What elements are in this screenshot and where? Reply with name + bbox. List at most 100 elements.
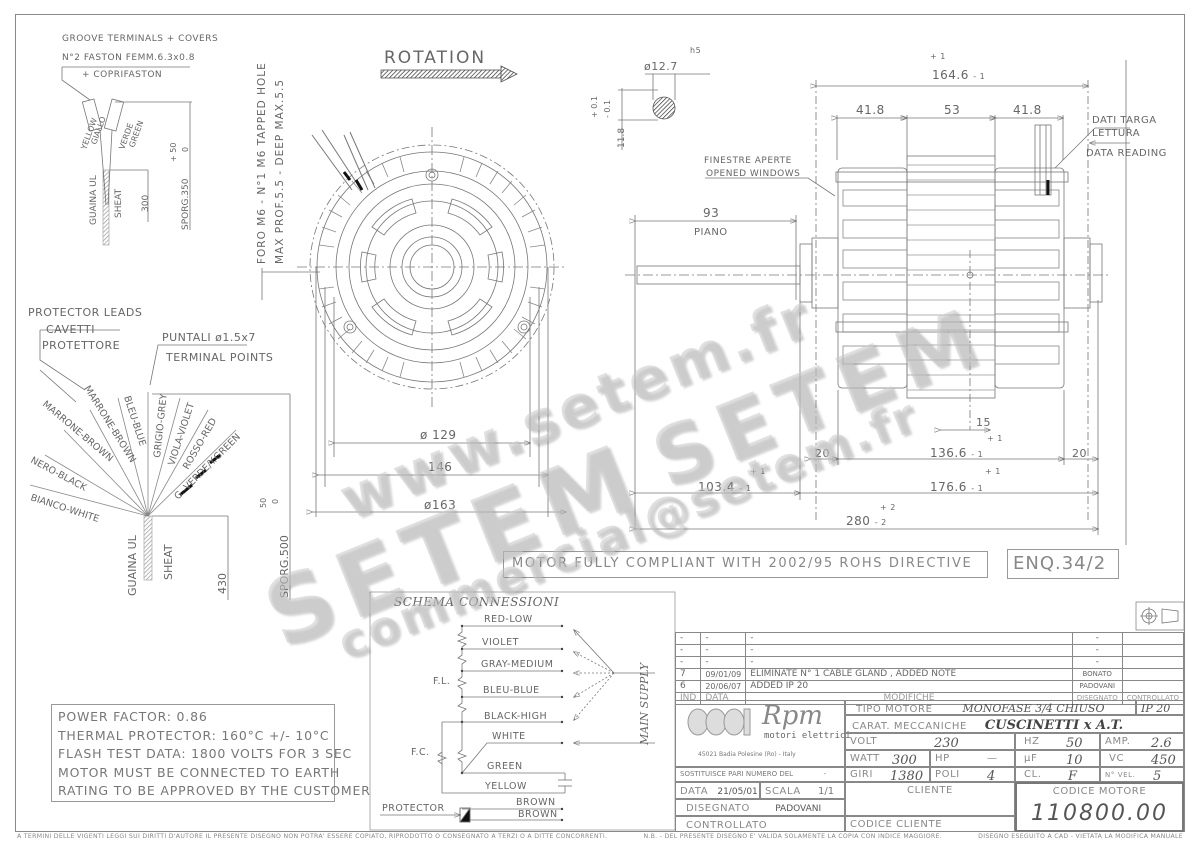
- data-label: DATA: [680, 786, 709, 797]
- svg-text:SPORG.350: SPORG.350: [181, 178, 191, 230]
- dim-176-6: 176.6 - 1: [930, 480, 983, 494]
- uf-value: 10: [1066, 753, 1083, 768]
- tol-plus-176: + 1: [985, 467, 1001, 476]
- rev-ind: -: [674, 632, 702, 645]
- hp-cell: HP—: [930, 750, 1015, 767]
- dim-176-6-value: 176.6: [930, 480, 967, 494]
- dati-targa-label: DATI TARGA: [1092, 115, 1157, 126]
- company-name: Rpm: [762, 701, 823, 731]
- shaft-fit: h5: [690, 46, 702, 55]
- amp-value: 2.6: [1151, 736, 1172, 751]
- lead-gray-medium: GRAY-MEDIUM: [481, 659, 554, 670]
- drawing-sheet-border: [15, 14, 1185, 832]
- svg-text:FORO M6 - N°1 M6 TAPPED HOLE: FORO M6 - N°1 M6 TAPPED HOLE: [256, 62, 268, 264]
- rev-mod: ELIMINATE N° 1 CABLE GLAND , ADDED NOTE: [745, 668, 1073, 681]
- rev-ctrl: [1121, 668, 1185, 681]
- disegnato-value: PADOVANI: [775, 804, 822, 814]
- company-logo-area: Rpm motori elettrici 45021 Badia Polesin…: [675, 700, 851, 767]
- dim-280-value: 280: [846, 514, 871, 528]
- company-subtitle: motori elettrici: [764, 731, 851, 741]
- ip-value: IP 20: [1141, 702, 1171, 715]
- puntali-label: PUNTALI ø1.5x7: [162, 331, 256, 344]
- poli-label: POLI: [935, 769, 960, 780]
- svg-text:300: 300: [141, 195, 151, 212]
- field-c-label: F.C.: [411, 747, 430, 758]
- svg-text:50: 50: [259, 498, 268, 508]
- rev-ctrl: [1121, 632, 1185, 645]
- controllato-cell: CONTROLLATO: [675, 816, 845, 832]
- svg-text:SPORG.500: SPORG.500: [278, 535, 291, 598]
- dim-136-6-value: 136.6: [930, 446, 967, 460]
- field-low-label: F.L.: [433, 676, 451, 687]
- tol-plus-103: + 1: [750, 467, 766, 476]
- terminal-points-label: TERMINAL POINTS: [166, 351, 274, 364]
- cliente-cell: CLIENTE: [845, 782, 1015, 816]
- footer-nb: N.B. - DEL PRESENTE DISEGNO E' VALIDA SO…: [643, 833, 942, 840]
- cl-cell: CL.F: [1015, 767, 1100, 784]
- revision-row: ----: [674, 656, 1185, 669]
- dim-176-6-tol: - 1: [971, 484, 984, 493]
- dim-20-right: 20: [1072, 447, 1087, 460]
- technical-notes-box: POWER FACTOR: 0.86 THERMAL PROTECTOR: 16…: [51, 704, 371, 802]
- rev-ctrl: [1121, 644, 1185, 657]
- scala-label: SCALA: [765, 786, 801, 797]
- rev-dis: -: [1071, 656, 1123, 669]
- dim-164-6-value: 164.6: [932, 68, 969, 82]
- dim-diameter-129: ø 129: [420, 428, 457, 442]
- rev-ind: 6: [674, 680, 702, 693]
- hp-label: HP: [935, 753, 950, 764]
- note-thermal-protector: THERMAL PROTECTOR: 160°C +/- 10°C: [58, 727, 330, 743]
- revision-row: ----: [674, 644, 1185, 657]
- dim-53: 53: [944, 103, 961, 117]
- svg-text:11.8: 11.8: [617, 128, 627, 148]
- svg-text:SHEAT: SHEAT: [114, 188, 124, 218]
- tol-plus-164: + 1: [930, 52, 946, 61]
- rev-data: -: [700, 644, 747, 657]
- rev-mod: -: [745, 656, 1073, 669]
- lead-bleu-blue: BLEU-BLUE: [483, 685, 540, 696]
- dim-103-4: 103.4 - 1: [698, 480, 751, 494]
- opened-windows-label: OPENED WINDOWS: [706, 169, 801, 179]
- dim-diameter-163: ø163: [424, 498, 457, 512]
- hz-value: 50: [1066, 736, 1083, 751]
- carat-label: CARAT. MECCANICHE: [852, 721, 967, 732]
- dim-280-tol: - 2: [874, 518, 887, 527]
- rev-dis: BONATO: [1071, 668, 1123, 681]
- disegnato-cell: DISEGNATO PADOVANI: [675, 799, 845, 816]
- giri-value: 1380: [890, 769, 924, 784]
- svg-text:- 0.1: - 0.1: [603, 100, 612, 118]
- poli-value: 4: [987, 769, 996, 784]
- faston-label: N°2 FASTON FEMM.6.3x0.8: [62, 53, 195, 63]
- note-rating: RATING TO BE APPROVED BY THE CUSTOMER: [58, 783, 371, 798]
- codice-cliente-cell: CODICE CLIENTE: [845, 816, 1015, 832]
- data-cell: DATA 21/05/01: [675, 782, 760, 799]
- controllato-label: CONTROLLATO: [686, 820, 768, 831]
- lead-black-high: BLACK-HIGH: [484, 711, 548, 722]
- svg-text:SHEAT: SHEAT: [162, 544, 175, 580]
- nvel-cell: N° VEL.5: [1100, 767, 1184, 784]
- amp-cell: AMP.2.6: [1100, 733, 1184, 751]
- dim-136-6: 136.6 - 1: [930, 446, 983, 460]
- scala-value: 1/1: [818, 786, 835, 797]
- rev-dis: -: [1071, 644, 1123, 657]
- lead-yellow: YELLOW: [485, 781, 527, 792]
- svg-text:NERO-BLACK: NERO-BLACK: [29, 455, 89, 494]
- rev-data: 09/01/09: [700, 668, 747, 681]
- dim-41-8-left: 41.8: [856, 103, 885, 117]
- lettura-label: LETTURA: [1092, 128, 1141, 139]
- rev-mod: ADDED IP 20: [745, 680, 1073, 693]
- dim-20-left: 20: [815, 447, 830, 460]
- vc-value: 450: [1151, 753, 1176, 768]
- svg-text:0: 0: [271, 499, 280, 504]
- svg-text:GUAINA UL: GUAINA UL: [126, 534, 139, 596]
- volt-label: VOLT: [850, 736, 878, 747]
- lead-white: WHITE: [492, 731, 526, 742]
- watt-value: 300: [892, 753, 917, 768]
- lead-green: GREEN: [487, 761, 523, 772]
- protector-leads-title: PROTECTOR LEADS: [28, 306, 143, 319]
- svg-text:430: 430: [216, 573, 229, 594]
- cavetti-label: CAVETTI: [46, 323, 95, 336]
